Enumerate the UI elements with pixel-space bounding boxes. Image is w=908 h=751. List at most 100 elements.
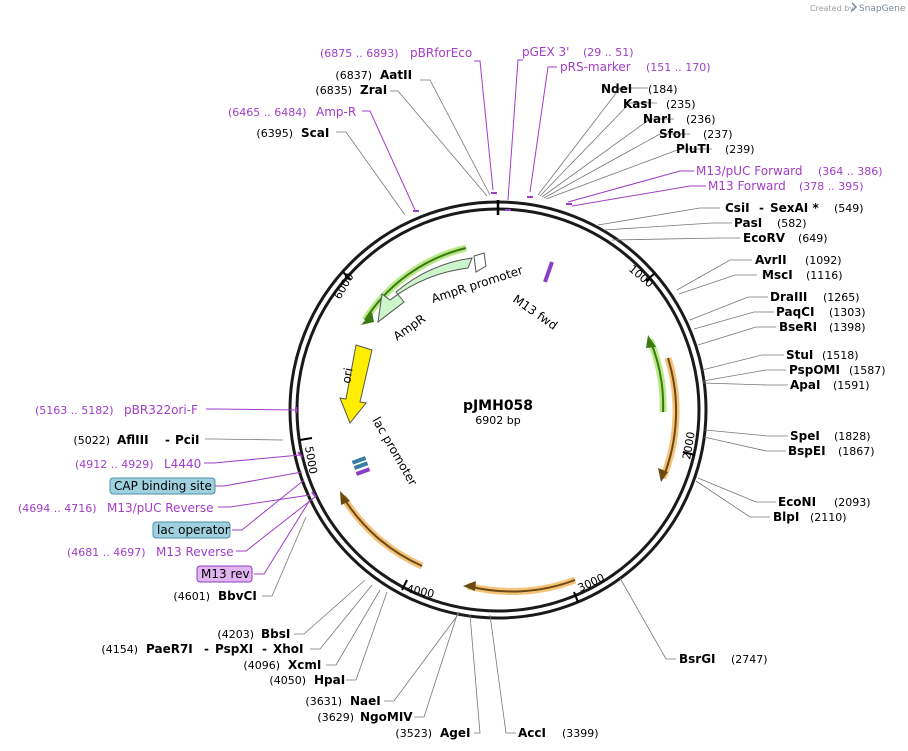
enzyme-pcii: PciI — [175, 433, 200, 447]
enzyme-bbvci: BbvCI — [218, 589, 257, 603]
enzyme-pos-aatii: (6837) — [335, 69, 372, 82]
enzyme-naei: NaeI — [350, 694, 381, 708]
enzyme-pos-xcmi: (4096) — [243, 659, 280, 672]
position-ticks — [299, 271, 696, 603]
primer-prs-marker: pRS-marker — [560, 60, 631, 74]
primer-range-l4440: (4912 .. 4929) — [75, 458, 154, 471]
enzyme-kasi: KasI — [623, 97, 652, 111]
tick-label-2000: 2000 — [680, 431, 698, 461]
enzyme-sep-afliii: - — [165, 433, 170, 447]
enzyme-spei: SpeI — [790, 429, 820, 443]
primer-range-pbrforeco: (6875 .. 6893) — [320, 47, 399, 60]
enzyme-pos-naei: (3631) — [305, 695, 342, 708]
enzyme-xhoi: XhoI — [273, 642, 304, 656]
enzyme-pos-bsrgi: (2747) — [731, 653, 768, 666]
enzyme-pspxi: PspXI — [215, 642, 253, 656]
enzyme-pos-avrii: (1092) — [805, 254, 842, 267]
lac-promoter-label: lac promoter — [369, 415, 420, 489]
primer-m13-reverse: M13 Reverse — [156, 545, 234, 559]
enzyme-sexai: SexAI * — [770, 201, 819, 215]
enzyme-stui: StuI — [786, 348, 813, 362]
enzyme-pos-acci: (3399) — [562, 727, 599, 740]
primer-pbrforeco: pBRforEco — [410, 46, 472, 60]
ori-label: ori — [339, 367, 355, 385]
tick-label-6000: 6000 — [331, 271, 356, 302]
enzyme-paqci: PaqCI — [776, 305, 814, 319]
primer-m13-puc-forward: M13/pUC Forward — [696, 164, 803, 178]
enzyme-pos-apai: (1591) — [833, 379, 870, 392]
enzyme-pos-ecorv: (649) — [798, 232, 828, 245]
enzyme-pos-paqci: (1303) — [829, 306, 866, 319]
primer-range-pgex3: (29 .. 51) — [583, 46, 634, 59]
snapgene-logo-icon — [851, 2, 858, 12]
enzyme-avrii: AvrII — [755, 253, 787, 267]
enzyme-pos-ngomiv: (3629) — [317, 711, 354, 724]
enzyme-pos-econi: (2093) — [834, 496, 871, 509]
enzyme-leader-lines — [205, 79, 788, 734]
enzyme-econi: EcoNI — [778, 495, 816, 509]
enzyme-pos-pspomi: (1587) — [849, 364, 886, 377]
enzyme-pos-hpai: (4050) — [269, 674, 306, 687]
enzyme-pos-sfoi: (237) — [703, 128, 733, 141]
enzyme-bseri: BseRI — [779, 320, 817, 334]
enzyme-pasi: PasI — [734, 216, 762, 230]
created-by-text: Created by — [810, 4, 854, 13]
enzyme-pos-blpi: (2110) — [810, 511, 847, 524]
enzyme-pos-csii: (549) — [834, 202, 864, 215]
primer-range-m13-forward: (378 .. 395) — [799, 180, 864, 193]
enzyme-draiii: DraIII — [770, 290, 807, 304]
ampr-promoter-feature — [473, 252, 487, 273]
enzyme-sep2-paer7i: - — [262, 642, 267, 656]
enzyme-zrai: ZraI — [360, 83, 387, 97]
enzyme-pluti: PluTI — [676, 142, 710, 156]
tick-label-1000: 1000 — [626, 262, 656, 290]
m13-fwd-feature — [543, 261, 554, 283]
enzyme-aatii: AatII — [380, 68, 412, 82]
enzyme-sep-paer7i: - — [204, 642, 209, 656]
enzyme-bspei: BspEI — [788, 444, 826, 458]
enzyme-pos-zrai: (6835) — [315, 84, 352, 97]
enzyme-paer7i: PaeR7I — [146, 642, 193, 656]
enzyme-sep-csii: - — [759, 201, 764, 215]
enzyme-pspomi: PspOMI — [789, 363, 840, 377]
cap-binding-site-box — [109, 477, 216, 495]
lac-operator-box — [152, 521, 231, 539]
enzyme-bsrgi: BsrGI — [679, 652, 716, 666]
primer-m13-forward: M13 Forward — [708, 179, 786, 193]
enzyme-pos-bbsi: (4203) — [217, 628, 254, 641]
tick-label-5000: 5000 — [302, 445, 320, 475]
m13-fwd-label: M13 fwd — [510, 292, 560, 333]
plasmid-size: 6902 bp — [475, 414, 520, 427]
enzyme-pos-nari: (236) — [686, 113, 716, 126]
enzyme-csii: CsiI — [725, 201, 750, 215]
enzyme-msci: MscI — [762, 268, 793, 282]
primer-range-amp-r: (6465 .. 6484) — [228, 106, 307, 119]
enzyme-xcmi: XcmI — [288, 658, 321, 672]
enzyme-pos-draiii: (1265) — [823, 291, 860, 304]
primer-m13-puc-reverse: M13/pUC Reverse — [107, 501, 214, 515]
enzyme-pos-bspei: (1867) — [838, 445, 875, 458]
snapgene-brand: SnapGene — [859, 4, 906, 14]
enzyme-pos-msci: (1116) — [806, 269, 843, 282]
enzyme-ndei: NdeI — [601, 82, 632, 96]
orange-arc-left — [340, 495, 424, 570]
ampr-feature — [377, 257, 473, 324]
primer-range-m13-puc-forward: (364 .. 386) — [818, 165, 883, 178]
lac-site-features — [351, 456, 371, 476]
enzyme-apai: ApaI — [790, 378, 820, 392]
enzyme-pos-scai: (6395) — [256, 127, 293, 140]
m13-rev-label: M13 rev — [201, 567, 250, 581]
enzyme-bbsi: BbsI — [261, 627, 290, 641]
enzyme-scai: ScaI — [301, 126, 329, 140]
enzyme-pos-spei: (1828) — [834, 430, 871, 443]
enzyme-pos-afliii: (5022) — [73, 434, 110, 447]
enzyme-ngomiv: NgoMIV — [360, 710, 413, 724]
enzyme-blpi: BlpI — [773, 510, 799, 524]
enzyme-pos-pasi: (582) — [777, 217, 807, 230]
enzyme-pos-bbvci: (4601) — [173, 590, 210, 603]
enzyme-ecorv: EcoRV — [743, 231, 786, 245]
enzyme-pos-kasi: (235) — [666, 98, 696, 111]
primer-pbr322ori-f: pBR322ori-F — [124, 403, 198, 417]
m13-rev-box — [196, 565, 253, 583]
